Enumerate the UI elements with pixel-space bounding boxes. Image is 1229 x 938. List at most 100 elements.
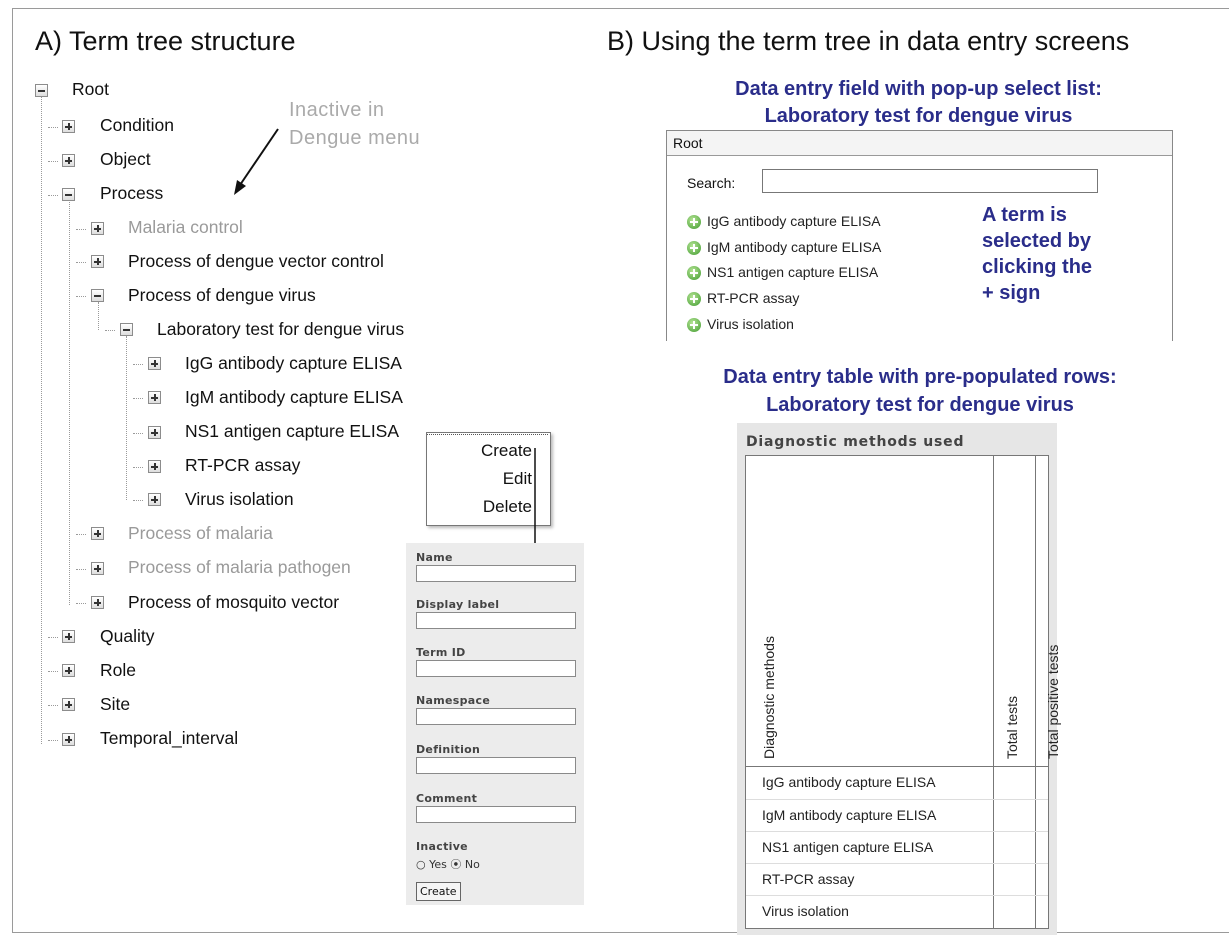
collapse-icon[interactable] <box>62 188 75 201</box>
data-entry-table: Diagnostic methods Total tests Total pos… <box>745 455 1061 929</box>
search-input[interactable] <box>762 169 1098 193</box>
collapse-icon[interactable] <box>91 289 104 302</box>
expand-icon[interactable] <box>62 120 75 133</box>
menu-item-edit[interactable]: Edit <box>502 469 532 488</box>
table-row: IgG antibody capture ELISA <box>762 774 936 790</box>
expand-icon[interactable] <box>91 596 104 609</box>
expand-icon[interactable] <box>148 391 161 404</box>
name-input[interactable] <box>416 565 576 582</box>
expand-icon[interactable] <box>148 426 161 439</box>
expand-icon[interactable] <box>91 255 104 268</box>
note-arrow-icon <box>234 128 279 195</box>
definition-input[interactable] <box>416 757 576 774</box>
inactive-label: Inactive <box>416 840 468 853</box>
add-icon[interactable] <box>687 215 701 229</box>
context-menu: Create Edit Delete <box>426 432 551 526</box>
tree-node-dengue-vector-control[interactable]: Process of dengue vector control <box>128 251 384 271</box>
expand-icon[interactable] <box>62 154 75 167</box>
popup-item-igg[interactable]: IgG antibody capture ELISA <box>707 213 881 229</box>
expand-icon[interactable] <box>62 698 75 711</box>
tree-node-condition[interactable]: Condition <box>100 115 174 135</box>
tree-node-virus-isolation[interactable]: Virus isolation <box>185 489 294 509</box>
column-header-total-tests: Total tests <box>1004 695 1020 759</box>
tree-node-rtpcr[interactable]: RT-PCR assay <box>185 455 301 475</box>
tree-node-object[interactable]: Object <box>100 149 151 169</box>
figure-frame <box>12 8 1229 933</box>
popup-item-rtpcr[interactable]: RT-PCR assay <box>707 290 800 306</box>
definition-label: Definition <box>416 743 481 756</box>
popup-item-igm[interactable]: IgM antibody capture ELISA <box>707 239 882 255</box>
column-header-diagnostic-methods: Diagnostic methods <box>761 636 777 759</box>
expand-icon[interactable] <box>91 222 104 235</box>
menu-item-create[interactable]: Create <box>480 441 532 460</box>
popup-title-bar: Root <box>667 131 1172 156</box>
add-icon[interactable] <box>687 292 701 306</box>
expand-icon[interactable] <box>62 630 75 643</box>
column-header-total-positive-tests: Total positive tests <box>1045 644 1061 759</box>
tree-node-temporal-interval[interactable]: Temporal_interval <box>100 728 239 748</box>
table-row: IgM antibody capture ELISA <box>746 799 1048 832</box>
tree-node-igg[interactable]: IgG antibody capture ELISA <box>185 353 402 373</box>
expand-icon[interactable] <box>62 664 75 677</box>
tree-node-process[interactable]: Process <box>100 183 164 203</box>
tree-node-malaria-control[interactable]: Malaria control <box>128 217 243 237</box>
expand-icon[interactable] <box>148 357 161 370</box>
popup-select-list: Root Search: IgG antibody capture ELISA … <box>666 130 1173 341</box>
expand-icon[interactable] <box>62 733 75 746</box>
radio-no-label: No <box>464 858 480 871</box>
tree-node-role[interactable]: Role <box>100 660 136 680</box>
tree-node-dengue-virus[interactable]: Process of dengue virus <box>128 285 316 305</box>
table-row: NS1 antigen capture ELISA <box>746 831 1048 864</box>
menu-item-delete[interactable]: Delete <box>482 497 532 516</box>
selection-note: A term is selected by clicking the + sig… <box>982 204 1093 304</box>
add-icon[interactable] <box>687 318 701 332</box>
add-icon[interactable] <box>687 241 701 255</box>
create-button[interactable]: Create <box>416 882 461 901</box>
expand-icon[interactable] <box>91 562 104 575</box>
term-id-label: Term ID <box>416 646 466 659</box>
term-id-input[interactable] <box>416 660 576 677</box>
namespace-label: Namespace <box>416 694 491 707</box>
display-label-input[interactable] <box>416 612 576 629</box>
radio-yes-label: Yes <box>429 858 447 871</box>
popup-item-ns1[interactable]: NS1 antigen capture ELISA <box>707 264 879 280</box>
popup-caption-line1: Data entry field with pop-up select list… <box>735 78 1102 100</box>
comment-label: Comment <box>416 792 478 805</box>
tree-node-igm[interactable]: IgM antibody capture ELISA <box>185 387 403 407</box>
collapse-icon[interactable] <box>35 84 48 97</box>
tree-node-quality[interactable]: Quality <box>100 626 155 646</box>
inactive-note: Inactive in Dengue menu <box>289 99 421 149</box>
popup-item-virus-isolation[interactable]: Virus isolation <box>707 316 794 332</box>
popup-title: Root <box>673 135 703 151</box>
panel-b-heading: B) Using the term tree in data entry scr… <box>607 26 1130 56</box>
add-icon[interactable] <box>687 266 701 280</box>
name-label: Name <box>416 551 453 564</box>
panel-a-heading: A) Term tree structure <box>35 26 296 56</box>
tree-node-malaria-pathogen[interactable]: Process of malaria pathogen <box>128 557 351 577</box>
popup-caption-line2: Laboratory test for dengue virus <box>764 105 1073 127</box>
radio-no[interactable]: ⦿ <box>450 858 462 871</box>
table-caption-line1: Data entry table with pre-populated rows… <box>723 366 1117 388</box>
inactive-radio-group: ○ Yes ⦿ No <box>416 856 480 872</box>
table-row: RT-PCR assay <box>746 863 1048 896</box>
menu-highlight <box>427 434 548 435</box>
collapse-icon[interactable] <box>120 323 133 336</box>
data-entry-table-panel: Diagnostic methods used Diagnostic metho… <box>737 423 1061 935</box>
display-label-label: Display label <box>416 598 500 611</box>
tree-node-root[interactable]: Root <box>72 79 109 99</box>
create-term-form: Name Display label Term ID Namespace Def… <box>406 543 584 905</box>
table-caption-line2: Laboratory test for dengue virus <box>766 394 1074 416</box>
expand-icon[interactable] <box>91 527 104 540</box>
expand-icon[interactable] <box>148 460 161 473</box>
tree-node-ns1[interactable]: NS1 antigen capture ELISA <box>185 421 400 441</box>
tree-node-lab-test[interactable]: Laboratory test for dengue virus <box>157 319 405 339</box>
table-title: Diagnostic methods used <box>746 434 965 450</box>
radio-yes[interactable]: ○ <box>416 858 426 871</box>
search-label: Search: <box>687 175 736 191</box>
namespace-input[interactable] <box>416 708 576 725</box>
expand-icon[interactable] <box>148 493 161 506</box>
tree-node-mosquito-vector[interactable]: Process of mosquito vector <box>128 592 340 612</box>
comment-input[interactable] <box>416 806 576 823</box>
tree-node-malaria[interactable]: Process of malaria <box>128 523 273 543</box>
tree-node-site[interactable]: Site <box>100 694 131 714</box>
